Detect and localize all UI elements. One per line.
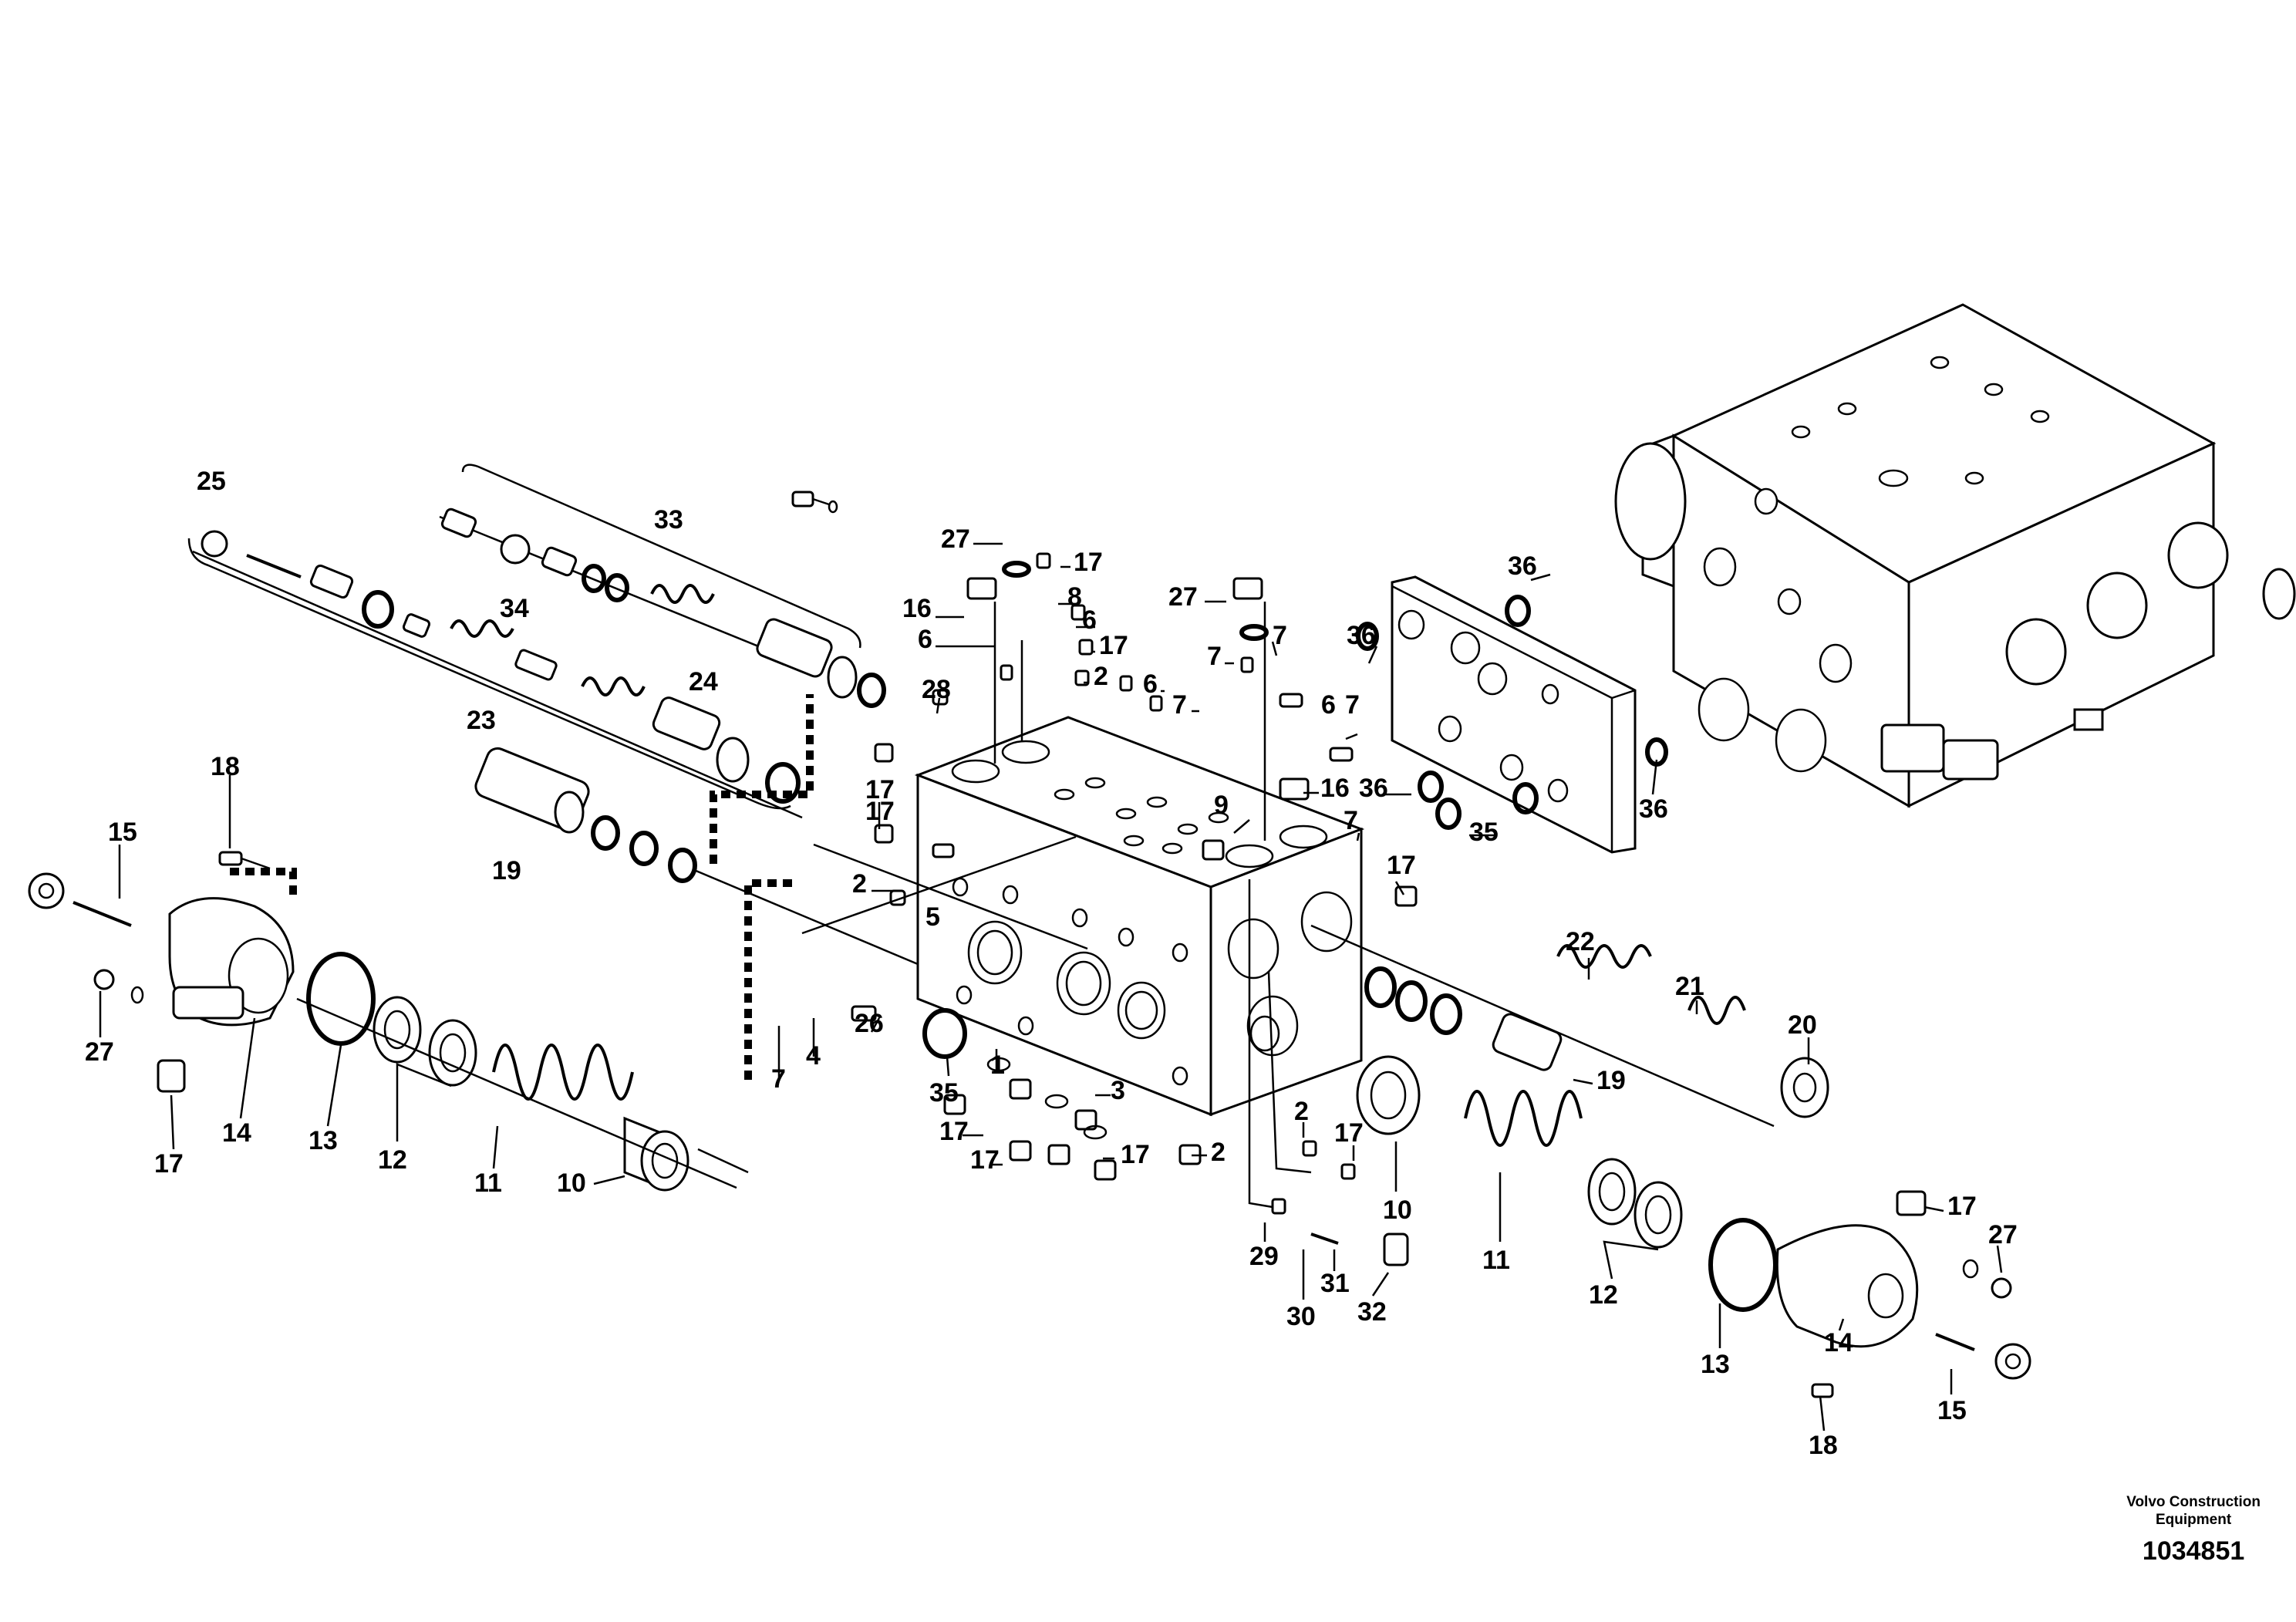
callout-36: 36 xyxy=(1347,621,1376,650)
callout-10: 10 xyxy=(557,1168,586,1198)
right-end-cover-assembly xyxy=(1310,924,2031,1398)
callout-10: 10 xyxy=(1383,1195,1412,1225)
callout-12: 12 xyxy=(1589,1280,1618,1310)
valve-housing-assembly xyxy=(1614,303,2296,808)
callout-25: 25 xyxy=(197,467,226,496)
callout-7: 7 xyxy=(1345,690,1360,720)
callout-16: 16 xyxy=(1320,774,1350,803)
main-valve-block xyxy=(914,716,1365,1117)
callout-14: 14 xyxy=(222,1118,251,1148)
spool-assembly-19 xyxy=(474,747,697,883)
callout-32: 32 xyxy=(1357,1297,1387,1327)
callout-5: 5 xyxy=(925,902,940,932)
callout-36: 36 xyxy=(1508,551,1537,581)
figure-footer: Volvo Construction Equipment 1034851 xyxy=(2126,1493,2261,1566)
callout-17: 17 xyxy=(970,1145,1000,1175)
figure-reference-number: 1034851 xyxy=(2142,1536,2245,1566)
callout-17: 17 xyxy=(154,1149,184,1179)
callout-13: 13 xyxy=(308,1126,338,1155)
callout-17: 17 xyxy=(1387,851,1416,880)
callout-27: 27 xyxy=(941,524,970,554)
callout-18: 18 xyxy=(1809,1431,1838,1460)
dashed-guides xyxy=(224,694,919,1189)
callout-6: 6 xyxy=(1082,605,1097,635)
callout-2: 2 xyxy=(1294,1097,1309,1126)
callout-17: 17 xyxy=(1121,1140,1150,1169)
callout-28: 28 xyxy=(922,675,951,704)
fastener-top xyxy=(791,491,838,514)
callout-19: 19 xyxy=(1596,1066,1626,1095)
bracket-line-33 xyxy=(461,464,861,649)
callout-35: 35 xyxy=(929,1078,959,1108)
callout-27: 27 xyxy=(85,1037,114,1067)
callout-23: 23 xyxy=(467,706,496,735)
callout-15: 15 xyxy=(1937,1396,1967,1425)
callout-26: 26 xyxy=(855,1009,884,1038)
callout-1: 1 xyxy=(990,1050,1005,1080)
callout-18: 18 xyxy=(211,752,240,781)
callout-9: 9 xyxy=(1214,791,1229,820)
spool-assembly-23 xyxy=(192,530,803,819)
callout-11: 11 xyxy=(474,1168,502,1198)
callout-2: 2 xyxy=(1211,1138,1226,1167)
callout-34: 34 xyxy=(500,594,529,623)
callout-17: 17 xyxy=(1334,1118,1364,1148)
spool-assembly-33 xyxy=(439,508,886,708)
callout-7: 7 xyxy=(1273,621,1287,650)
callout-20: 20 xyxy=(1788,1010,1817,1040)
callout-labels: 25 33 34 23 24 19 18 15 27 17 14 13 12 1… xyxy=(85,467,2018,1460)
callout-19: 19 xyxy=(492,856,521,885)
callout-30: 30 xyxy=(1286,1302,1316,1331)
callout-7: 7 xyxy=(1172,690,1187,720)
callout-7: 7 xyxy=(1344,806,1358,835)
callout-17: 17 xyxy=(1099,631,1128,660)
publisher-line-2: Equipment xyxy=(2156,1512,2232,1528)
bracket-line-23 xyxy=(187,538,791,810)
callout-22: 22 xyxy=(1566,927,1595,956)
callout-16: 16 xyxy=(902,594,932,623)
callout-24: 24 xyxy=(689,667,718,696)
callout-6: 6 xyxy=(1321,690,1336,720)
callout-35: 35 xyxy=(1469,818,1499,847)
callout-27: 27 xyxy=(1988,1220,2018,1249)
callout-2: 2 xyxy=(852,869,867,899)
callout-15: 15 xyxy=(108,818,137,847)
callout-13: 13 xyxy=(1701,1350,1730,1379)
callout-leaders xyxy=(99,542,2003,1431)
callout-36: 36 xyxy=(1359,774,1388,803)
spacer-plate xyxy=(1391,575,1637,854)
callout-7: 7 xyxy=(1207,642,1222,671)
callout-21: 21 xyxy=(1675,972,1704,1001)
callout-11: 11 xyxy=(1482,1246,1510,1275)
callout-8: 8 xyxy=(1067,582,1082,612)
callout-17: 17 xyxy=(939,1117,969,1146)
callout-31: 31 xyxy=(1320,1269,1350,1298)
left-end-cover-assembly xyxy=(28,851,689,1192)
callout-17: 17 xyxy=(1947,1192,1977,1221)
callout-27: 27 xyxy=(1168,582,1198,612)
callout-3: 3 xyxy=(1111,1076,1125,1105)
callout-36: 36 xyxy=(1639,794,1668,824)
callout-14: 14 xyxy=(1824,1328,1853,1357)
callout-2: 2 xyxy=(1094,662,1108,691)
callout-17: 17 xyxy=(1074,548,1103,577)
callout-6: 6 xyxy=(1143,669,1158,699)
callout-33: 33 xyxy=(654,505,683,534)
plugs-and-screws xyxy=(801,552,1668,1266)
callout-17: 17 xyxy=(865,775,895,804)
callout-29: 29 xyxy=(1249,1242,1279,1271)
callout-12: 12 xyxy=(378,1145,407,1175)
publisher-line-1: Volvo Construction xyxy=(2126,1494,2261,1510)
callout-6: 6 xyxy=(918,625,932,654)
